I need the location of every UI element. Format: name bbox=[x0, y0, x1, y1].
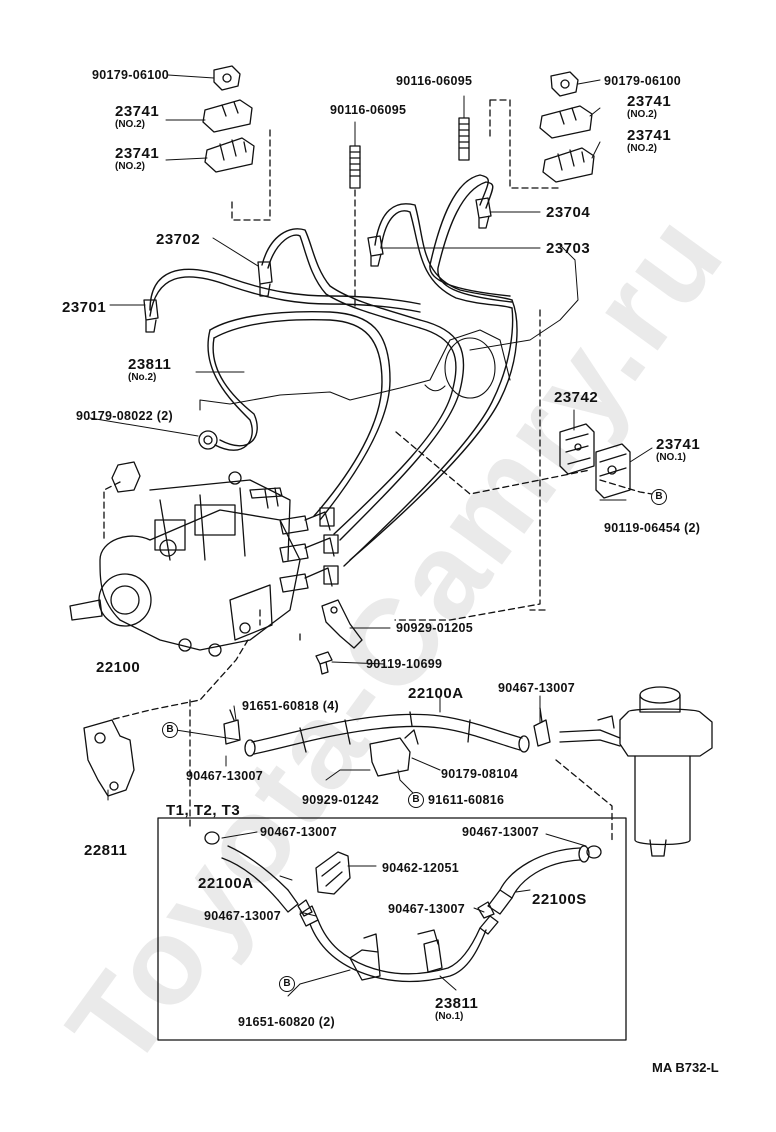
box-hoses bbox=[204, 831, 602, 983]
label-22811: 22811 bbox=[84, 842, 128, 859]
label-91651-60818: 91651-60818 (4) bbox=[242, 699, 339, 713]
stud-90116-left bbox=[349, 145, 361, 189]
label-90116-06095-left: 90116-06095 bbox=[330, 103, 407, 117]
hose-22100A-top bbox=[244, 711, 530, 757]
injection-pump bbox=[69, 471, 339, 657]
dashed-leaders-top bbox=[231, 99, 561, 311]
circle-marker-b-1: B bbox=[651, 489, 667, 505]
label-23742: 23742 bbox=[554, 389, 599, 406]
clamp-23741-lower-left bbox=[204, 137, 255, 173]
clamp-23742 bbox=[559, 423, 595, 475]
label-23741-upper-right: 23741 bbox=[627, 93, 672, 110]
label-23811-no1-sub: (No.1) bbox=[435, 1011, 464, 1022]
dashed-leader-bolt bbox=[599, 479, 653, 495]
variant-box-title: T1, T2, T3 bbox=[166, 802, 241, 819]
clamp-nut-right bbox=[550, 71, 579, 97]
engine-silhouette bbox=[199, 329, 511, 411]
circle-marker-b-4: B bbox=[279, 976, 295, 992]
bracket-22811 bbox=[83, 719, 135, 797]
diagram-reference-code: MA B732-L bbox=[652, 1060, 719, 1075]
label-23811-no1: 23811 bbox=[435, 995, 479, 1012]
label-90179-06100-left: 90179-06100 bbox=[92, 68, 169, 82]
clamp-23741-upper-right bbox=[539, 105, 593, 139]
label-90179-08022: 90179-08022 (2) bbox=[76, 409, 173, 423]
label-23741-no1: 23741 bbox=[656, 436, 701, 453]
label-90179-08104: 90179-08104 bbox=[441, 767, 518, 781]
label-23703: 23703 bbox=[546, 240, 591, 257]
label-90119-06454: 90119-06454 (2) bbox=[604, 521, 701, 535]
label-23741-no1-sub: (NO.1) bbox=[656, 452, 686, 463]
label-90467-13007-box-top-left: 90467-13007 bbox=[260, 825, 337, 839]
label-23741-lower-left-sub: (NO.2) bbox=[115, 161, 145, 172]
dashed-filter bbox=[555, 759, 613, 841]
label-91611-60816: 91611-60816 bbox=[428, 793, 505, 807]
label-91651-60820: 91651-60820 (2) bbox=[238, 1015, 335, 1029]
circle-marker-b-3: B bbox=[408, 792, 424, 808]
dashed-leaders-mid bbox=[103, 309, 591, 721]
label-22100: 22100 bbox=[96, 659, 141, 676]
clamp-23741-no1 bbox=[595, 443, 631, 499]
label-90119-10699: 90119-10699 bbox=[366, 657, 443, 671]
label-90929-01242: 90929-01242 bbox=[302, 793, 379, 807]
label-23741-lower-left: 23741 bbox=[115, 145, 160, 162]
label-23811-no2: 23811 bbox=[128, 356, 172, 373]
label-23704: 23704 bbox=[546, 204, 591, 221]
label-23741-upper-right-sub: (NO.2) bbox=[627, 109, 657, 120]
label-90929-01205: 90929-01205 bbox=[396, 621, 473, 635]
bracket-90929-01205 bbox=[321, 599, 363, 649]
injection-pipes bbox=[149, 174, 518, 567]
label-90467-13007-box-mid-right: 90467-13007 bbox=[388, 902, 465, 916]
label-23741-lower-right-sub: (NO.2) bbox=[627, 143, 657, 154]
clamp-23741-upper-left bbox=[202, 99, 253, 133]
label-22100A-box: 22100A bbox=[198, 875, 254, 892]
label-90179-06100-right: 90179-06100 bbox=[604, 74, 681, 88]
clamp-nut-left bbox=[213, 65, 241, 91]
leader-lines bbox=[89, 74, 653, 997]
pipe-nuts bbox=[111, 197, 492, 493]
label-90462-12051: 90462-12051 bbox=[382, 861, 459, 875]
label-90467-13007-top-right: 90467-13007 bbox=[498, 681, 575, 695]
variant-box bbox=[157, 817, 627, 1041]
label-90467-13007-top-left: 90467-13007 bbox=[186, 769, 263, 783]
label-22100S: 22100S bbox=[532, 891, 587, 908]
label-90467-13007-box-mid-left: 90467-13007 bbox=[204, 909, 281, 923]
label-90467-13007-box-top-right: 90467-13007 bbox=[462, 825, 539, 839]
stud-90116-right bbox=[458, 117, 470, 161]
label-23811-no2-sub: (No.2) bbox=[128, 372, 157, 383]
hose-bracket-90179-08104 bbox=[369, 729, 419, 777]
clamp-23741-lower-right bbox=[542, 147, 595, 183]
label-23741-lower-right: 23741 bbox=[627, 127, 672, 144]
circle-marker-b-2: B bbox=[162, 722, 178, 738]
label-23702: 23702 bbox=[156, 231, 201, 248]
label-23741-upper-left-sub: (NO.2) bbox=[115, 119, 145, 130]
label-90116-06095-right: 90116-06095 bbox=[396, 74, 473, 88]
fuel-filter bbox=[559, 686, 713, 857]
label-23701: 23701 bbox=[62, 299, 107, 316]
label-23741-upper-left: 23741 bbox=[115, 103, 160, 120]
label-22100A-top: 22100A bbox=[408, 685, 464, 702]
bolt-90119-10699 bbox=[315, 651, 333, 675]
